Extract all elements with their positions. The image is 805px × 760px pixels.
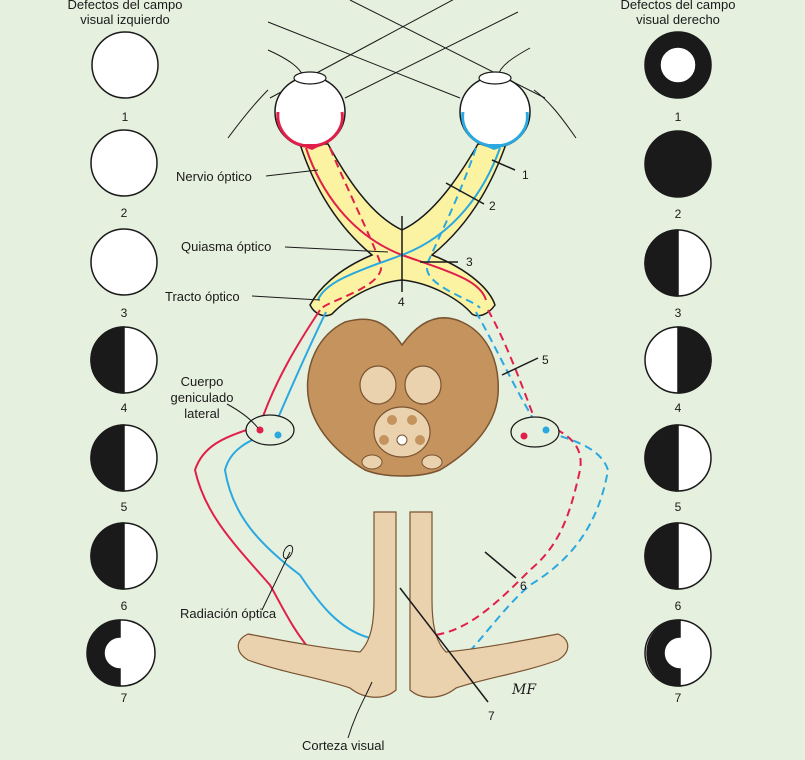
left-field-defects	[86, 31, 159, 687]
right-field-title-line2: visual derecho	[636, 12, 720, 27]
right-number-2: 2	[675, 207, 682, 221]
left-field-title-line1: Defectos del campo	[67, 0, 183, 12]
leader-lines	[226, 169, 389, 739]
left-field-3	[90, 228, 158, 296]
left-number-3: 3	[121, 306, 128, 320]
left-field-7	[86, 619, 156, 687]
artist-signature: MF	[511, 682, 537, 698]
left-field-2	[90, 129, 158, 197]
lesion-2-label: 2	[489, 199, 496, 213]
right-field-6	[644, 522, 712, 590]
left-field-1	[91, 31, 159, 99]
lesion-1-label: 1	[522, 168, 529, 182]
label-optic-nerve: Nervio óptico	[176, 169, 252, 184]
right-number-4: 4	[675, 401, 682, 415]
optic-chiasm-structure	[298, 143, 508, 317]
left-number-1: 1	[122, 110, 129, 124]
lesion-markers	[399, 159, 539, 703]
lesion-5-marker	[501, 357, 539, 376]
label-chiasm: Quiasma óptico	[181, 239, 271, 254]
lesion-2-marker	[445, 182, 485, 205]
right-field-title-line1: Defectos del campo	[620, 0, 736, 12]
left-eye	[274, 71, 346, 150]
right-field-defects	[644, 31, 712, 687]
left-number-4: 4	[121, 401, 128, 415]
left-number-6: 6	[121, 599, 128, 613]
label-lgn-line2: geniculado	[171, 390, 234, 405]
right-number-7: 7	[675, 691, 682, 705]
right-field-5	[644, 424, 712, 492]
right-field-1	[644, 31, 712, 99]
visual-cortex	[237, 511, 569, 698]
right-lgn	[510, 416, 560, 448]
lesion-6-label: 6	[520, 579, 527, 593]
label-lgn-line3: lateral	[184, 406, 220, 421]
right-field-4	[644, 326, 712, 394]
lesion-6-marker	[484, 551, 517, 579]
right-field-2	[644, 130, 712, 198]
label-visual-cortex: Corteza visual	[302, 738, 384, 753]
right-number-1: 1	[675, 110, 682, 124]
left-field-4	[90, 326, 158, 394]
label-optic-tract: Tracto óptico	[165, 289, 240, 304]
left-number-5: 5	[121, 500, 128, 514]
lesion-4-label: 4	[398, 295, 405, 309]
brainstem	[306, 317, 499, 477]
left-lgn	[245, 414, 295, 446]
label-lgn-line1: Cuerpo	[181, 374, 224, 389]
right-eye	[459, 71, 531, 150]
left-field-title: Defectos del campo visual izquierdo	[40, 0, 210, 27]
lesion-3-label: 3	[466, 255, 473, 269]
left-number-2: 2	[121, 206, 128, 220]
lesion-7-marker	[399, 587, 489, 703]
lesion-7-label: 7	[488, 709, 495, 723]
right-number-3: 3	[675, 306, 682, 320]
label-optic-radiation: Radiación óptica	[180, 606, 277, 621]
left-field-6	[90, 522, 158, 590]
left-field-5	[90, 424, 158, 492]
right-field-3	[644, 229, 712, 297]
left-field-title-line2: visual izquierdo	[80, 12, 170, 27]
right-field-title: Defectos del campo visual derecho	[593, 0, 763, 27]
right-field-7	[644, 619, 712, 687]
lesion-5-label: 5	[542, 353, 549, 367]
left-number-7: 7	[121, 691, 128, 705]
right-number-5: 5	[675, 500, 682, 514]
lesion-1-marker	[491, 159, 516, 171]
right-number-6: 6	[675, 599, 682, 613]
